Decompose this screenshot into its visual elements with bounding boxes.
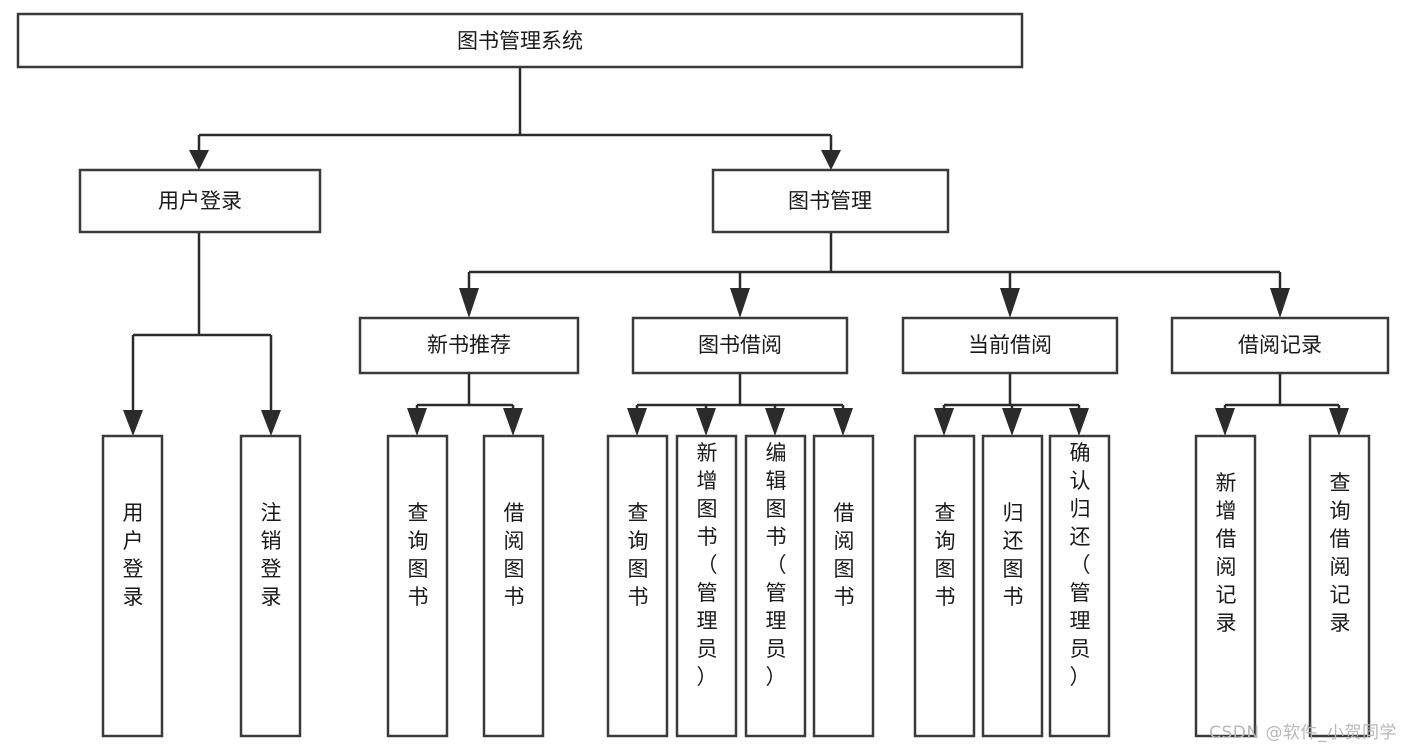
node-book-borrow-box[interactable] xyxy=(631,316,849,375)
node-book-manage-box[interactable] xyxy=(711,168,950,234)
arrow-head-leaf-borrow-book-1 xyxy=(503,408,523,436)
arrow-head-leaf-borrow-book-2 xyxy=(833,408,853,436)
node-leaf-confirm-return[interactable]: 确认归还（管理员） xyxy=(1048,434,1111,738)
node-borrow-record-label: 借阅记录 xyxy=(1238,333,1322,357)
arrow-head-leaf-query-book-2 xyxy=(627,408,647,436)
arrow-head-new-book-recommend xyxy=(459,288,479,318)
arrow-head-current-borrow xyxy=(1000,288,1020,318)
node-root-label: 图书管理系统 xyxy=(457,29,583,53)
node-new-book-recommend-box[interactable] xyxy=(358,316,580,375)
node-current-borrow-label: 当前借阅 xyxy=(968,333,1052,357)
node-leaf-return-book[interactable]: 归还图书 xyxy=(981,434,1044,738)
node-borrow-record-box[interactable] xyxy=(1170,316,1390,375)
arrow-head-leaf-query-book-1 xyxy=(407,408,427,436)
node-leaf-query-book-1-box[interactable] xyxy=(386,434,449,738)
node-leaf-add-record-box[interactable] xyxy=(1194,434,1257,738)
node-user-login[interactable]: 用户登录 xyxy=(78,168,322,234)
node-user-login-label: 用户登录 xyxy=(158,189,242,213)
node-leaf-query-book-1[interactable]: 查询图书 xyxy=(386,434,449,738)
arrow-head-leaf-user-login xyxy=(123,410,143,436)
arrow-head-leaf-query-record xyxy=(1329,408,1349,436)
node-root[interactable]: 图书管理系统 xyxy=(16,12,1024,69)
node-leaf-user-login[interactable]: 用户登录 xyxy=(101,434,164,738)
node-leaf-user-login-label: 用户登录 xyxy=(123,501,144,609)
node-leaf-query-book-3[interactable]: 查询图书 xyxy=(913,434,976,738)
node-book-manage-label: 图书管理 xyxy=(788,189,872,213)
node-leaf-query-book-3-label: 查询图书 xyxy=(935,501,956,609)
node-leaf-confirm-return-box[interactable] xyxy=(1048,434,1111,738)
node-leaf-query-book-1-label: 查询图书 xyxy=(408,501,429,609)
node-leaf-return-book-label: 归还图书 xyxy=(1003,501,1024,609)
arrow-head-leaf-confirm-return xyxy=(1069,408,1089,436)
node-leaf-add-record[interactable]: 新增借阅记录 xyxy=(1194,434,1257,738)
node-leaf-query-book-2[interactable]: 查询图书 xyxy=(606,434,669,738)
node-leaf-user-login-box[interactable] xyxy=(101,434,164,738)
arrow-head-leaf-add-record xyxy=(1215,408,1235,436)
node-new-book-recommend-label: 新书推荐 xyxy=(427,333,511,357)
node-leaf-borrow-book-1-box[interactable] xyxy=(482,434,545,738)
arrow-head-borrow-record xyxy=(1270,288,1290,318)
node-leaf-edit-book-box[interactable] xyxy=(744,434,807,738)
arrow-head-leaf-logout xyxy=(261,410,281,436)
arrow-head-leaf-return-book xyxy=(1002,408,1022,436)
arrow-head-book-manage xyxy=(821,150,841,170)
node-leaf-query-record-box[interactable] xyxy=(1308,434,1371,738)
arrow-head-user-login xyxy=(189,150,209,170)
node-root-box[interactable] xyxy=(16,12,1024,69)
node-leaf-add-book-label: 新增图书（管理员） xyxy=(697,441,718,689)
node-book-manage[interactable]: 图书管理 xyxy=(711,168,950,234)
node-leaf-query-record[interactable]: 查询借阅记录 xyxy=(1308,434,1371,738)
node-borrow-record[interactable]: 借阅记录 xyxy=(1170,316,1390,375)
node-leaf-edit-book[interactable]: 编辑图书（管理员） xyxy=(744,434,807,738)
arrow-head-leaf-add-book xyxy=(696,408,716,436)
arrow-head-leaf-query-book-3 xyxy=(934,408,954,436)
node-new-book-recommend[interactable]: 新书推荐 xyxy=(358,316,580,375)
node-leaf-borrow-book-2[interactable]: 借阅图书 xyxy=(812,434,875,738)
node-book-borrow[interactable]: 图书借阅 xyxy=(631,316,849,375)
node-leaf-confirm-return-label: 确认归还（管理员） xyxy=(1070,441,1091,689)
node-leaf-logout-label: 注销登录 xyxy=(261,501,282,609)
watermark-csdn: CSDN @软件_小贺同学 xyxy=(1209,723,1397,743)
node-leaf-borrow-book-1-label: 借阅图书 xyxy=(504,501,525,609)
node-leaf-borrow-book-2-label: 借阅图书 xyxy=(834,501,855,609)
node-leaf-borrow-book-1[interactable]: 借阅图书 xyxy=(482,434,545,738)
node-leaf-query-book-3-box[interactable] xyxy=(913,434,976,738)
node-leaf-add-book-box[interactable] xyxy=(675,434,738,738)
node-leaf-edit-book-label: 编辑图书（管理员） xyxy=(766,441,787,689)
arrow-head-book-borrow xyxy=(730,288,750,318)
node-leaf-borrow-book-2-box[interactable] xyxy=(812,434,875,738)
node-book-borrow-label: 图书借阅 xyxy=(698,333,782,357)
node-leaf-query-record-label: 查询借阅记录 xyxy=(1330,471,1351,635)
node-current-borrow[interactable]: 当前借阅 xyxy=(901,316,1119,375)
node-leaf-logout[interactable]: 注销登录 xyxy=(239,434,302,738)
node-leaf-logout-box[interactable] xyxy=(239,434,302,738)
node-user-login-box[interactable] xyxy=(78,168,322,234)
arrow-head-leaf-edit-book xyxy=(765,408,785,436)
node-leaf-query-book-2-box[interactable] xyxy=(606,434,669,738)
node-leaf-add-book[interactable]: 新增图书（管理员） xyxy=(675,434,738,738)
node-leaf-add-record-label: 新增借阅记录 xyxy=(1216,471,1237,635)
connector-layer xyxy=(123,67,1349,436)
node-leaf-return-book-box[interactable] xyxy=(981,434,1044,738)
node-current-borrow-box[interactable] xyxy=(901,316,1119,375)
node-leaf-query-book-2-label: 查询图书 xyxy=(628,501,649,609)
